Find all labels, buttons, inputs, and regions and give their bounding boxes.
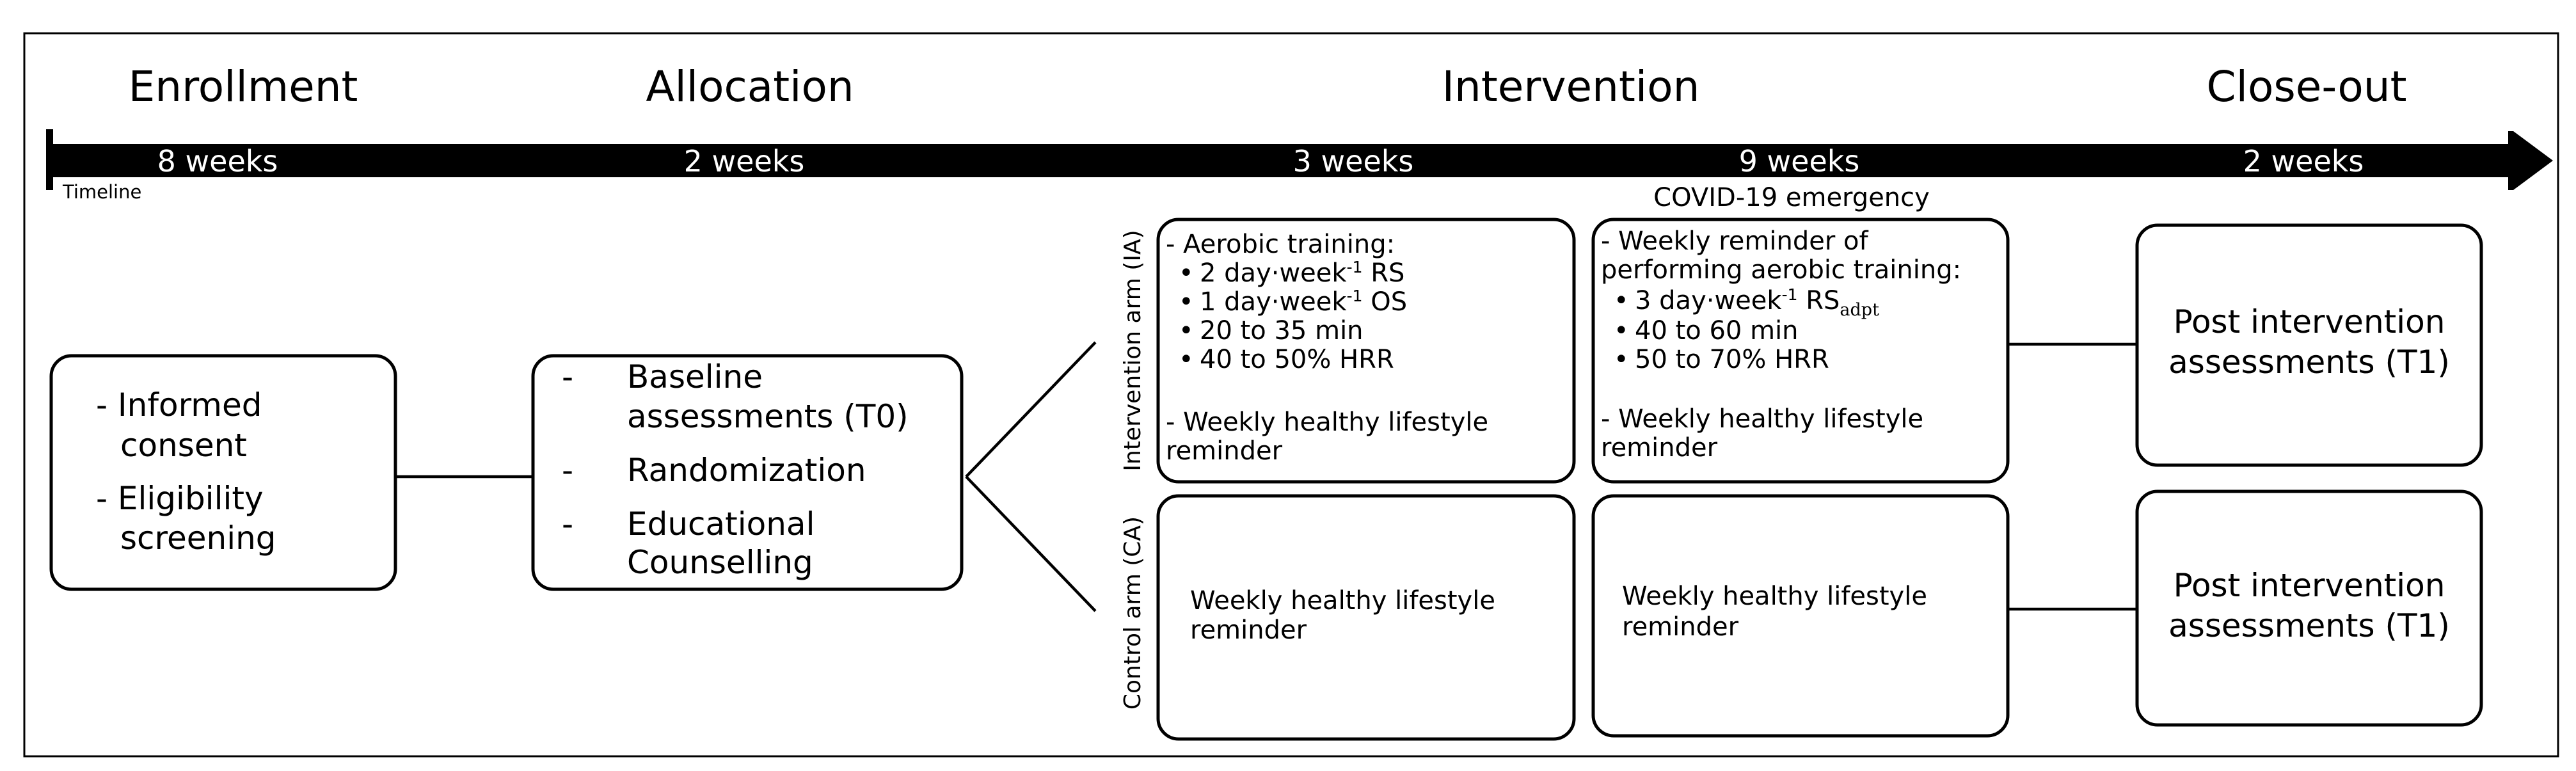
phase-allocation: Allocation bbox=[646, 62, 854, 111]
allocation-box bbox=[531, 354, 964, 591]
ia-covid-bullet-3: 50 to 70% HRR bbox=[1635, 345, 1829, 374]
arm-label-control: Control arm (CA) bbox=[1120, 516, 1146, 710]
allocation-dash-2: - bbox=[562, 452, 573, 489]
ia-aerobic-bullet-dot-3: • bbox=[1179, 316, 1194, 346]
ia-aerobic-bullet-4: 40 to 50% HRR bbox=[1200, 345, 1394, 374]
enrollment-line-2: consent bbox=[120, 427, 247, 464]
ca-first-line-2: reminder bbox=[1190, 616, 1307, 645]
ia-covid-bullet-1: 3 day·week-1 RSadpt bbox=[1635, 285, 1879, 320]
ia-covid-box bbox=[1591, 218, 2010, 484]
ia-aerobic-footer-2: reminder bbox=[1166, 436, 1283, 466]
allocation-educational: Educational bbox=[627, 505, 815, 543]
connector-branch-ca bbox=[965, 475, 1097, 612]
ia-aerobic-heading: - Aerobic training: bbox=[1166, 230, 1395, 259]
ia-covid-bullet-dot-1: • bbox=[1614, 286, 1629, 315]
post-ia-line-2: assessments (T1) bbox=[2168, 344, 2450, 381]
ca-second-line-2: reminder bbox=[1622, 612, 1739, 642]
ia-aerobic-bullet-1: 2 day·week-1 RS bbox=[1200, 258, 1404, 288]
allocation-dash-1: - bbox=[562, 358, 573, 395]
ia-covid-heading-1: - Weekly reminder of bbox=[1601, 227, 1868, 256]
post-ia-line-1: Post intervention bbox=[2174, 303, 2445, 340]
covid-label: COVID-19 emergency bbox=[1653, 183, 1930, 212]
enrollment-box bbox=[49, 354, 397, 591]
enrollment-line-4: screening bbox=[120, 520, 276, 557]
duration-closeout: 2 weeks bbox=[2243, 144, 2364, 179]
ia-aerobic-bullet-2: 1 day·week-1 OS bbox=[1200, 287, 1407, 317]
ia-covid-heading-2: performing aerobic training: bbox=[1601, 255, 1961, 285]
enrollment-line-3: - Eligibility bbox=[96, 480, 264, 517]
ia-aerobic-bullet-3: 20 to 35 min bbox=[1200, 316, 1364, 346]
post-ia-box bbox=[2135, 223, 2483, 467]
ca-second-box bbox=[1591, 494, 2010, 738]
timeline-bar bbox=[46, 144, 2509, 177]
allocation-assessments-t0: assessments (T0) bbox=[627, 398, 909, 435]
post-ca-line-1: Post intervention bbox=[2174, 567, 2445, 604]
ca-first-box bbox=[1156, 494, 1576, 741]
ia-covid-bullet-dot-2: • bbox=[1614, 316, 1629, 346]
ia-covid-footer-1: - Weekly healthy lifestyle bbox=[1601, 404, 1923, 434]
phase-enrollment: Enrollment bbox=[129, 62, 358, 111]
phase-intervention: Intervention bbox=[1442, 62, 1700, 111]
ca-first-line-1: Weekly healthy lifestyle bbox=[1190, 586, 1495, 616]
ia-aerobic-bullet-dot-1: • bbox=[1179, 258, 1194, 288]
connector-branch-ia bbox=[965, 341, 1097, 478]
duration-allocation: 2 weeks bbox=[684, 144, 805, 179]
ia-covid-bullet-dot-3: • bbox=[1614, 345, 1629, 374]
ia-aerobic-footer-1: - Weekly healthy lifestyle bbox=[1166, 408, 1488, 437]
allocation-dash-3: - bbox=[562, 505, 573, 543]
ia-aerobic-box bbox=[1156, 218, 1576, 484]
duration-enrollment: 8 weeks bbox=[157, 144, 278, 179]
allocation-baseline: Baseline bbox=[627, 358, 763, 395]
ia-aerobic-bullet-dot-2: • bbox=[1179, 287, 1194, 317]
post-ca-box bbox=[2135, 489, 2483, 727]
ia-aerobic-bullet-dot-4: • bbox=[1179, 345, 1194, 374]
ia-covid-footer-2: reminder bbox=[1601, 433, 1718, 463]
ca-second-line-1: Weekly healthy lifestyle bbox=[1622, 582, 1927, 611]
duration-intervention-first: 3 weeks bbox=[1293, 144, 1414, 179]
duration-intervention-second: 9 weeks bbox=[1739, 144, 1860, 179]
phase-closeout: Close-out bbox=[2207, 62, 2407, 111]
timeline-arrowhead bbox=[2508, 131, 2553, 190]
post-ca-line-2: assessments (T1) bbox=[2168, 607, 2450, 644]
ia-covid-bullet-2: 40 to 60 min bbox=[1635, 316, 1799, 346]
outer-frame bbox=[23, 32, 2559, 758]
allocation-counselling: Counselling bbox=[627, 544, 813, 581]
allocation-randomization: Randomization bbox=[627, 452, 866, 489]
timeline-label: Timeline bbox=[62, 181, 141, 203]
arm-label-intervention: Intervention arm (IA) bbox=[1120, 230, 1146, 471]
enrollment-line-1: - Informed bbox=[96, 386, 262, 424]
